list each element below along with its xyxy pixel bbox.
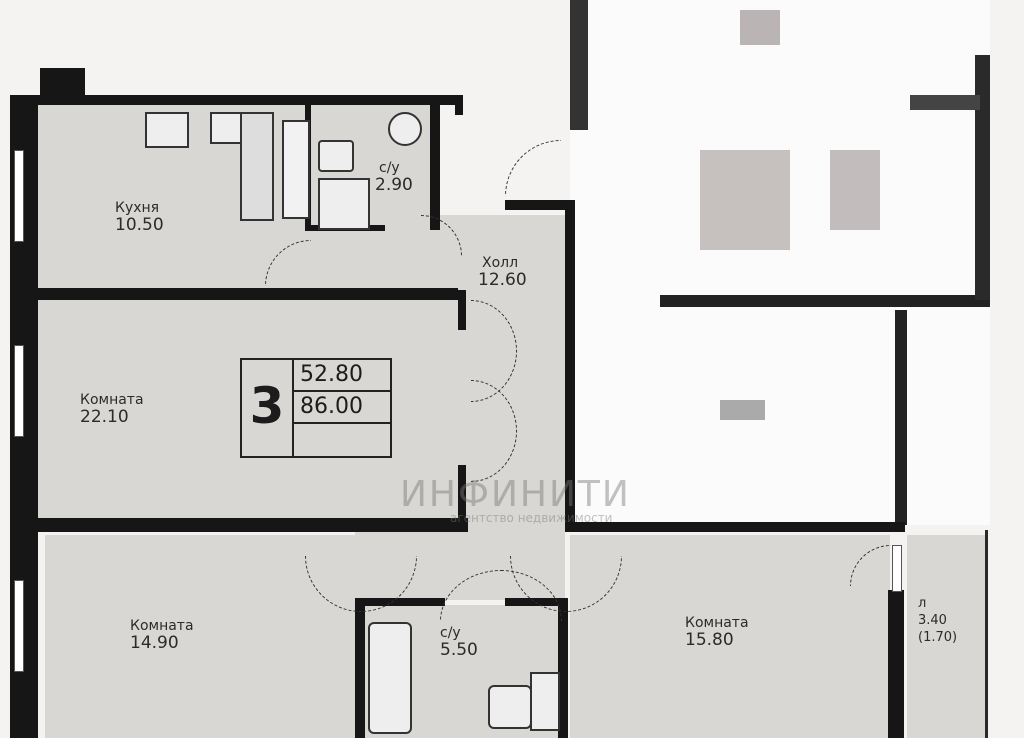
bathroom-2-label: с/у 5.50 [440,625,478,659]
kitchen-label: Кухня 10.50 [115,200,164,234]
window [14,580,24,672]
wall [355,598,445,606]
room-name: с/у [379,160,400,176]
pixelated-block [570,0,588,130]
washbasin-icon [388,112,422,146]
wall [565,522,905,532]
total-area: 86.00 [294,392,390,424]
neighbor-area [570,0,990,525]
window [14,150,24,242]
kitchen-counter [240,112,274,221]
wall [458,290,466,330]
room-name: Комната [80,392,144,408]
room-area: 12.60 [478,270,527,290]
pixelated-block [700,150,790,250]
pixelated-block [910,95,980,110]
watermark-subtext: агентство недвижимости [450,511,613,525]
cabinet-icon [282,120,310,219]
rooms-count: 3 [242,360,294,456]
pixelated-block [895,310,907,525]
pixelated-block [830,150,880,230]
room-living-3 [570,535,890,738]
balcony-label: л 3.40 (1.70) [918,595,957,646]
wall [355,600,365,738]
wall [40,68,85,95]
window [892,545,902,592]
wall [455,95,463,115]
wall [888,590,904,738]
window [14,345,24,437]
room-reduced-area: (1.70) [918,630,958,645]
toilet-icon [318,140,354,172]
wall [10,95,462,105]
pixelated-block [660,295,990,307]
room-living-2 [45,535,355,738]
wall [985,530,988,738]
room-1-label: Комната 22.10 [80,392,144,426]
room-name: л [918,596,927,611]
wall [38,288,458,300]
hall-label: Холл 12.60 [478,255,527,289]
room-area: 2.90 [375,175,413,195]
stove-icon [145,112,189,148]
pixelated-block [975,55,990,300]
room-2-label: Комната 14.90 [130,618,194,652]
room-name: Комната [130,618,194,634]
wall [430,105,440,230]
pixelated-block [720,400,765,420]
room-name: Кухня [115,200,160,216]
bathroom-1-label: с/у 2.90 [375,160,413,194]
room-area: 14.90 [130,633,179,653]
bathtub-icon [368,622,412,734]
room-area: 10.50 [115,215,164,235]
room-area: 15.80 [685,630,734,650]
room-area: 5.50 [440,640,478,660]
apartment-summary-box: 3 52.80 86.00 [240,358,392,458]
room-living-1 [38,300,458,520]
room-name: Холл [482,255,519,271]
living-area: 52.80 [294,360,390,392]
washing-machine-icon [530,672,560,731]
watermark-text: ИНФИНИТИ [400,474,631,515]
wall [565,200,575,530]
pixelated-block [740,10,780,45]
watermark: ИНФИНИТИ агентство недвижимости [400,474,631,525]
room-name: с/у [440,625,461,641]
room-name: Комната [685,615,749,631]
toilet-icon [488,685,532,729]
room-area: 3.40 [918,613,947,628]
wall [38,518,468,532]
wall [505,200,575,210]
shower-icon [318,178,370,230]
room-balcony [907,535,985,738]
room-3-label: Комната 15.80 [685,615,749,649]
wall [458,465,466,525]
room-area: 22.10 [80,407,129,427]
wall [558,598,568,738]
